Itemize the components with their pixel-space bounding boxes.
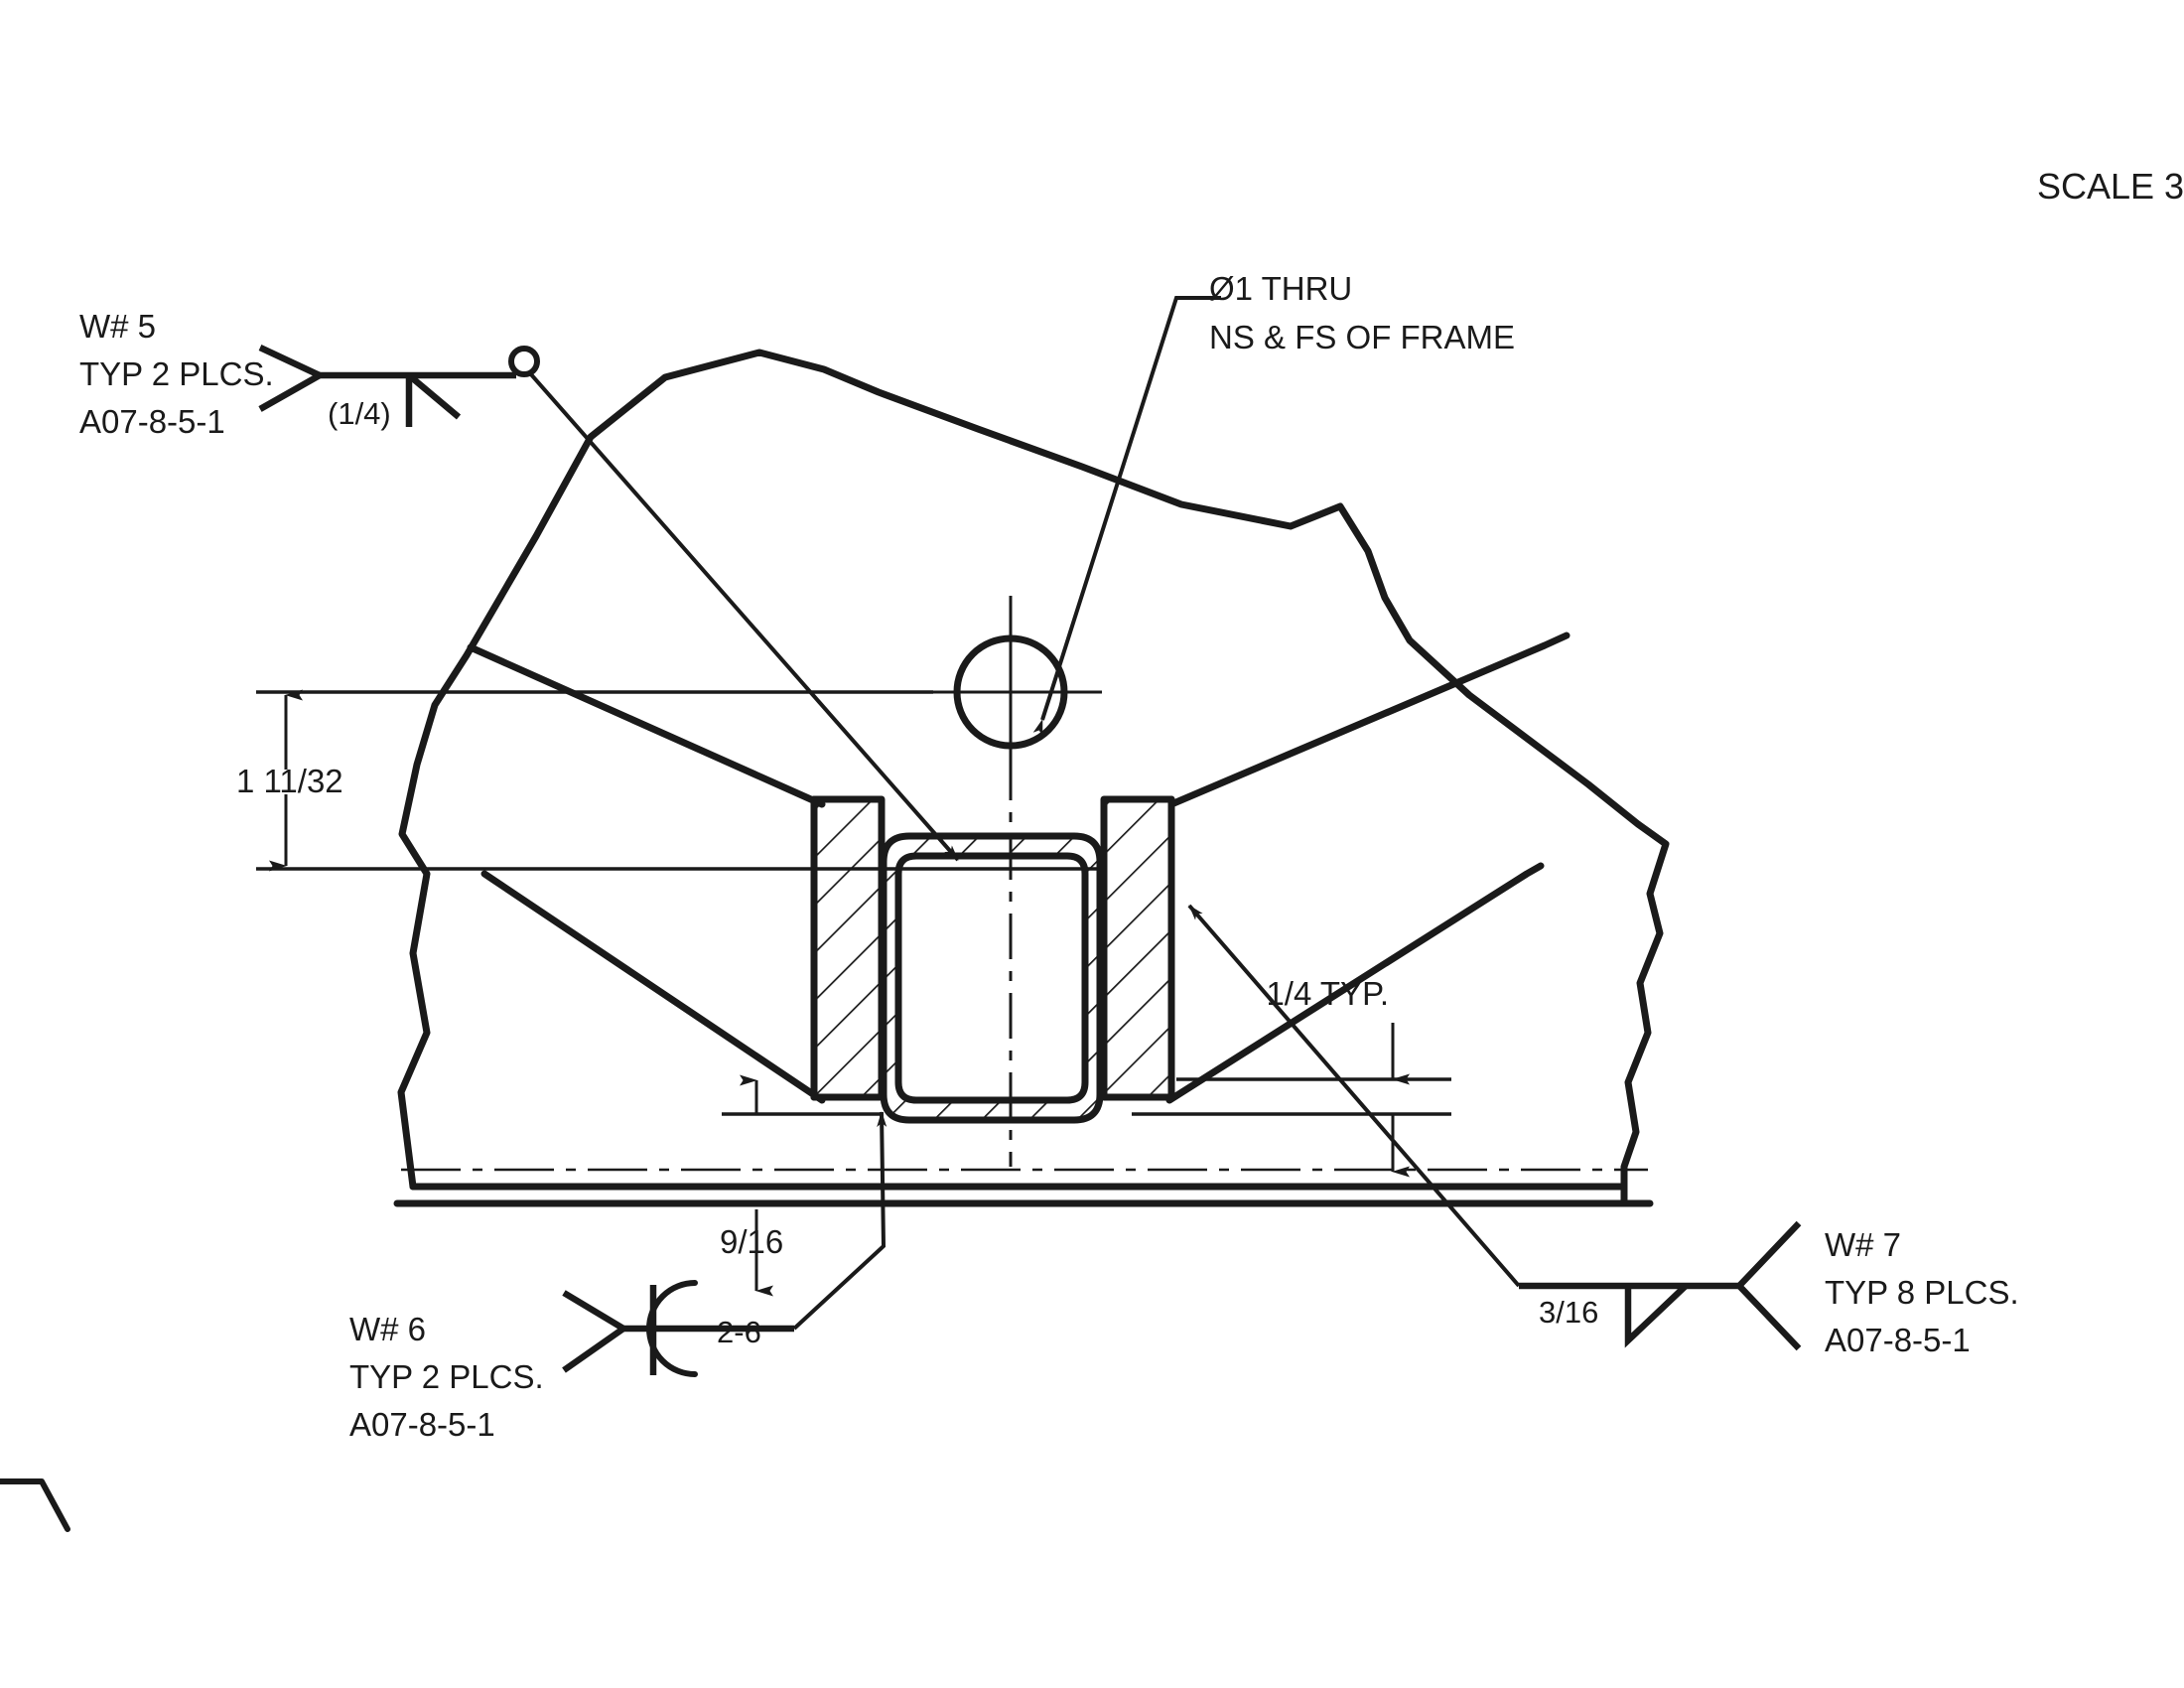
square-tube-section	[880, 832, 1104, 1124]
weld-w6-tag-line3: A07-8-5-1	[349, 1406, 495, 1443]
dimension-9-16: 9/16	[720, 1074, 884, 1297]
frame-outline	[393, 349, 1670, 1207]
weld-w5-tag-line1: W# 5	[79, 308, 156, 345]
weld-w7-tag-line2: TYP 8 PLCS.	[1825, 1274, 2019, 1311]
frame-gusset-members	[467, 632, 1570, 1104]
weld-w6-tag-line2: TYP 2 PLCS.	[349, 1358, 544, 1395]
left-plate-section	[810, 795, 886, 1101]
dimension-1-11-32: 1 11/32	[236, 689, 1102, 872]
weld-symbol-w5[interactable]: (1/4) W# 5 TYP 2 PLCS. A07-8-5-1	[79, 308, 960, 862]
dimension-9-16-label: 9/16	[720, 1223, 783, 1260]
weld-w6-size: 2-6	[717, 1315, 761, 1349]
hole-note-line2: NS & FS OF FRAME	[1209, 319, 1515, 355]
weld-w5-size: (1/4)	[328, 396, 391, 431]
weld-w5-tag-line3: A07-8-5-1	[79, 403, 225, 440]
weld-w7-size: 3/16	[1539, 1295, 1598, 1330]
hole-note-leader: Ø1 THRU NS & FS OF FRAME	[1032, 270, 1515, 736]
weld-w6-tag-line1: W# 6	[349, 1311, 426, 1347]
dimension-1-4-typ-label: 1/4 TYP.	[1266, 975, 1389, 1012]
weld-w7-tag-line1: W# 7	[1825, 1226, 1901, 1263]
hole-note-line1: Ø1 THRU	[1209, 270, 1352, 307]
sheet-corner-mark	[0, 1478, 70, 1532]
dimension-1-11-32-label: 1 11/32	[236, 763, 343, 799]
weld-w7-tag-line3: A07-8-5-1	[1825, 1322, 1971, 1358]
weld-symbol-w6[interactable]: 2-6 W# 6 TYP 2 PLCS. A07-8-5-1	[349, 1111, 887, 1443]
weld-w5-tag-line2: TYP 2 PLCS.	[79, 355, 274, 392]
weld-symbol-w7[interactable]: 3/16 W# 7 TYP 8 PLCS. A07-8-5-1	[1187, 904, 2019, 1358]
right-plate-section	[1100, 795, 1175, 1101]
dimension-1-4-typ: 1/4 TYP.	[1132, 975, 1451, 1178]
scale-note: SCALE 3"	[2037, 166, 2184, 207]
